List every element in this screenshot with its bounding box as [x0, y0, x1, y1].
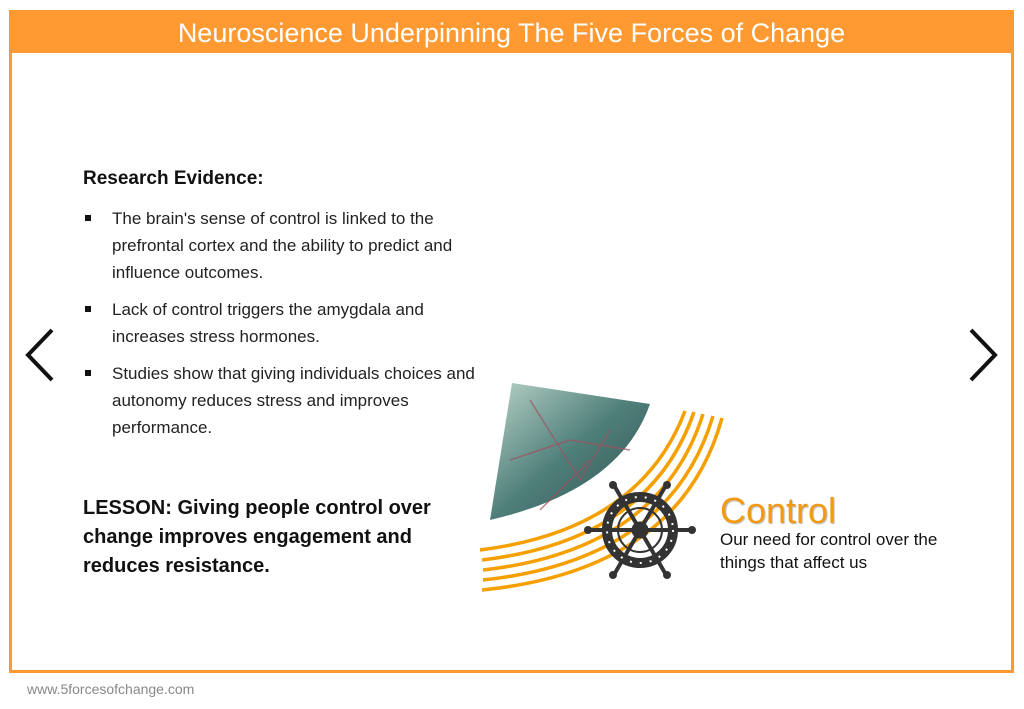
page-title: Neuroscience Underpinning The Five Force… [9, 10, 1014, 53]
slide-frame [9, 10, 1014, 673]
list-item: The brain's sense of control is linked t… [83, 205, 483, 286]
website-link[interactable]: www.5forcesofchange.com [27, 681, 195, 697]
neuron-image [490, 383, 650, 520]
lesson-text: LESSON: Giving people control over chang… [83, 497, 431, 577]
control-illustration [479, 383, 724, 592]
ship-wheel-icon [584, 481, 696, 579]
list-item: Studies show that giving individuals cho… [83, 360, 483, 441]
next-arrow-icon[interactable] [963, 325, 1003, 385]
force-title: Control [720, 490, 837, 531]
evidence-list: The brain's sense of control is linked t… [83, 205, 483, 451]
previous-arrow-icon[interactable] [20, 325, 60, 385]
force-description: Our need for control over the things tha… [720, 530, 938, 572]
list-item: Lack of control triggers the amygdala an… [83, 296, 483, 350]
evidence-heading: Research Evidence: [83, 168, 264, 189]
